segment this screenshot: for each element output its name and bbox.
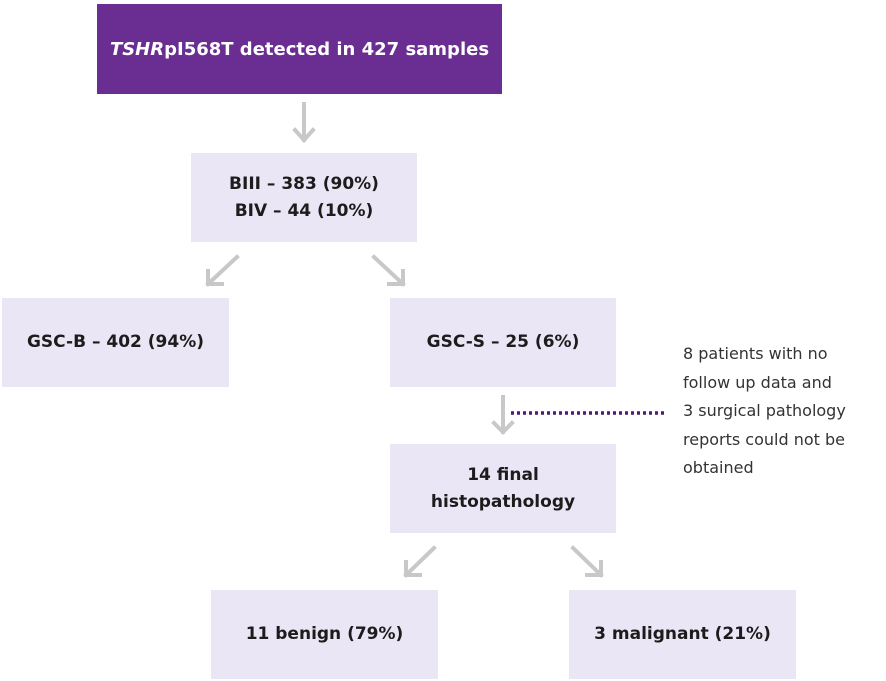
gsc-s-label: GSC-S – 25 (6%) xyxy=(426,332,580,352)
note-line: reports could not be xyxy=(683,429,845,449)
bethesda-iii-label: BIII – 383 (90%) xyxy=(229,173,379,194)
histopathology-line1: 14 final xyxy=(467,464,539,485)
benign-box: 11 benign (79%) xyxy=(211,590,438,679)
bethesda-iv-label: BIV – 44 (10%) xyxy=(234,200,374,221)
detected-samples-text: pI568T detected in 427 samples xyxy=(164,38,490,60)
gsc-s-box: GSC-S – 25 (6%) xyxy=(390,298,616,387)
note-line: obtained xyxy=(683,458,754,477)
malignant-label: 3 malignant (21%) xyxy=(594,624,771,644)
down-arrow-icon xyxy=(491,395,515,435)
malignant-box: 3 malignant (21%) xyxy=(569,590,796,679)
bethesda-box: BIII – 383 (90%) BIV – 44 (10%) xyxy=(191,153,417,242)
missing-data-note: 8 patients with no follow up data and 3 … xyxy=(683,340,846,483)
note-line: follow up data and xyxy=(683,372,832,392)
benign-label: 11 benign (79%) xyxy=(245,624,404,644)
down-arrow-icon xyxy=(292,102,316,143)
histopathology-box: 14 final histopathology xyxy=(390,444,616,533)
down-right-arrow-icon xyxy=(570,545,604,578)
note-line: 3 surgical pathology xyxy=(683,401,846,420)
down-left-arrow-icon xyxy=(403,545,437,578)
down-left-arrow-icon xyxy=(205,254,240,287)
detected-samples-label: TSHRpI568T detected in 427 samples xyxy=(110,39,489,60)
detected-samples-box: TSHRpI568T detected in 427 samples xyxy=(97,4,502,94)
down-right-arrow-icon xyxy=(371,254,406,287)
histopathology-line2: histopathology xyxy=(430,491,576,512)
gsc-b-label: GSC-B – 402 (94%) xyxy=(26,332,205,352)
gene-name: TSHR xyxy=(109,38,165,60)
gsc-b-box: GSC-B – 402 (94%) xyxy=(2,298,229,387)
note-line: 8 patients with no xyxy=(683,344,828,363)
